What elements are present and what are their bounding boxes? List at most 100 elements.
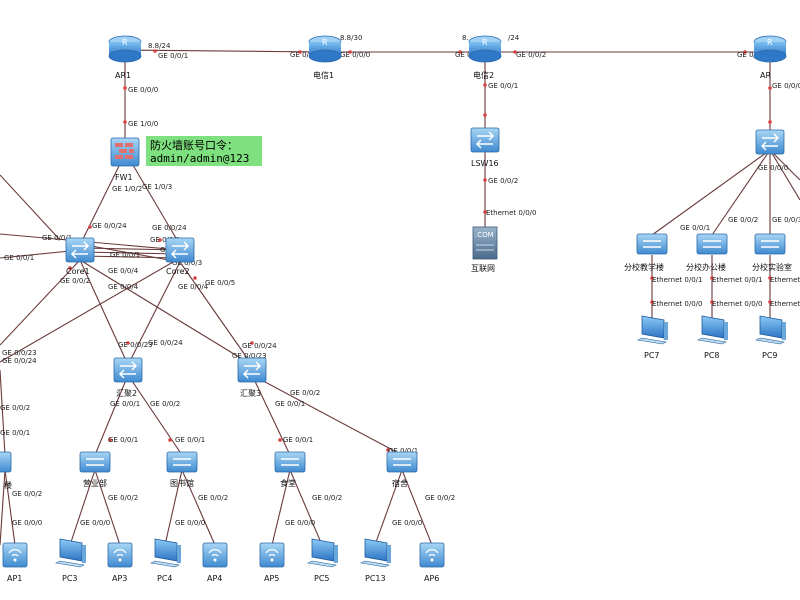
port-label: GE 0/0/2: [488, 177, 518, 185]
switch-access-left-edge[interactable]: 楼: [0, 451, 12, 490]
svg-text:R: R: [482, 38, 488, 47]
access-switch-icon: [166, 451, 198, 473]
port-label: GE 0/0/2: [12, 490, 42, 498]
pc-pc13[interactable]: PC13: [360, 538, 391, 583]
link-address-label: 8.: [462, 34, 469, 42]
device-label: AP4: [207, 574, 222, 583]
port-label: GE 0/0/0: [758, 164, 788, 172]
port-label: GE 0/0/1: [175, 436, 205, 444]
switch-agg2[interactable]: 汇聚2: [113, 357, 143, 398]
device-label: Core1: [66, 267, 90, 276]
port-label: GE 0/0/1: [290, 51, 320, 59]
device-label: 分校办公楼: [686, 262, 726, 272]
switch-core2[interactable]: Core2: [165, 237, 195, 276]
switch-core1[interactable]: Core1: [65, 237, 95, 276]
device-label: LSW16: [471, 159, 499, 168]
device-label: PC13: [365, 574, 386, 583]
switch-lsw16[interactable]: LSW16: [470, 127, 500, 168]
switch-access-b[interactable]: 图书馆: [166, 451, 198, 488]
access-point-icon: [419, 542, 445, 568]
device-label: PC3: [62, 574, 78, 583]
router-ar1[interactable]: R AR1: [108, 35, 142, 80]
switch-icon: [470, 127, 500, 153]
link-address-label: /24: [508, 34, 520, 42]
access-point-icon: [107, 542, 133, 568]
device-label: AP5: [264, 574, 279, 583]
port-labels: GE 0/0/1 GE 0/0/1 GE 0/0/0 GE 0/0/1 GE 0…: [0, 34, 800, 527]
device-label: 食堂: [280, 478, 296, 488]
switch-access-a[interactable]: 营业部: [79, 451, 111, 488]
pc-pc9[interactable]: PC9: [755, 315, 786, 360]
port-label: GE 0/0/4: [108, 267, 139, 275]
port-label: Ethernet 0/0/0: [712, 300, 762, 308]
port-label: GE 0/0/1: [4, 254, 34, 262]
port-label: GE 0/0/23: [118, 341, 153, 349]
router-isp1[interactable]: R 电信1: [308, 35, 342, 80]
switch-branch-3[interactable]: 分校实验室: [752, 233, 792, 272]
port-label: Ethernet 0/0/1: [652, 276, 702, 284]
port-label: GE 0/0/2: [425, 494, 455, 502]
device-label: 电信1: [313, 70, 334, 80]
device-label: 图书馆: [170, 478, 194, 488]
port-label: GE 1/0/0: [128, 120, 158, 128]
access-switch-icon: [754, 233, 786, 255]
switch-right-core[interactable]: [755, 129, 785, 155]
port-label: GE 0/0/0: [12, 519, 42, 527]
port-label: GE 0/0/4: [108, 283, 139, 291]
pc-pc4[interactable]: PC4: [150, 538, 181, 583]
device-label: PC9: [762, 351, 778, 360]
port-label: GE 0/0/1: [0, 429, 30, 437]
pc-pc5[interactable]: PC5: [307, 538, 338, 583]
link-address-label: 8.8/24: [148, 42, 171, 50]
port-label: GE 0/0/24: [242, 342, 277, 350]
switch-branch-1[interactable]: 分校教学楼: [624, 233, 668, 272]
firewall-icon: [110, 137, 140, 167]
port-label: GE 0/0/4: [178, 283, 209, 291]
ap-ap3[interactable]: AP3: [107, 542, 133, 583]
port-label: GE 0/0/2: [60, 277, 90, 285]
device-label: 汇聚2: [116, 389, 137, 398]
svg-text:R: R: [122, 38, 128, 47]
port-label: GE 0/0/1: [110, 251, 140, 259]
pc-pc3[interactable]: PC3: [55, 538, 86, 583]
port-label: GE 0/0/5: [205, 279, 235, 287]
port-label: GE 0/0/23: [2, 349, 37, 357]
firewall-fw1[interactable]: FW1: [110, 137, 140, 182]
pc-icon: [150, 538, 181, 568]
access-point-icon: [202, 542, 228, 568]
access-switch-icon: [386, 451, 418, 473]
ap-ap6[interactable]: AP6: [419, 542, 445, 583]
access-point-icon: [2, 542, 28, 568]
router-isp2[interactable]: R 电信2: [468, 35, 502, 80]
port-label: GE 0/0/3: [772, 216, 800, 224]
access-switch-icon: [696, 233, 728, 255]
port-label: GE 0/0/24: [148, 339, 183, 347]
port-label: GE 0/0/0: [80, 519, 110, 527]
access-switch-icon: [274, 451, 306, 473]
port-label: GE 0/0/24: [2, 357, 37, 365]
switch-branch-2[interactable]: 分校办公楼: [686, 233, 728, 272]
device-label: FW1: [115, 173, 133, 182]
port-label: GE 0/0/2: [290, 389, 320, 397]
core-switch-icon: [755, 129, 785, 155]
note-line-1: 防火墙账号口令：: [150, 138, 238, 152]
router-icon: R: [308, 35, 342, 63]
pc-pc7[interactable]: PC7: [637, 315, 668, 360]
ap-ap5[interactable]: AP5: [259, 542, 285, 583]
pc-pc8[interactable]: PC8: [697, 315, 728, 360]
device-label: PC7: [644, 351, 660, 360]
port-label: GE 0/0/0: [772, 82, 800, 90]
router-ar-right[interactable]: R AR: [753, 35, 787, 80]
internet-cloud[interactable]: .COM 互联网: [471, 226, 498, 273]
switch-access-c[interactable]: 食堂: [274, 451, 306, 488]
switch-access-d[interactable]: 宿舍: [386, 451, 418, 488]
port-label: GE 0/0/0: [285, 519, 315, 527]
switch-agg3[interactable]: 汇聚3: [237, 357, 267, 398]
ap-ap4[interactable]: AP4: [202, 542, 228, 583]
device-label: 汇聚3: [240, 389, 261, 398]
device-label: AP6: [424, 574, 439, 583]
ap-ap1[interactable]: AP1: [2, 542, 28, 583]
pc-icon: [307, 538, 338, 568]
port-label: GE 0/0/0: [175, 519, 205, 527]
